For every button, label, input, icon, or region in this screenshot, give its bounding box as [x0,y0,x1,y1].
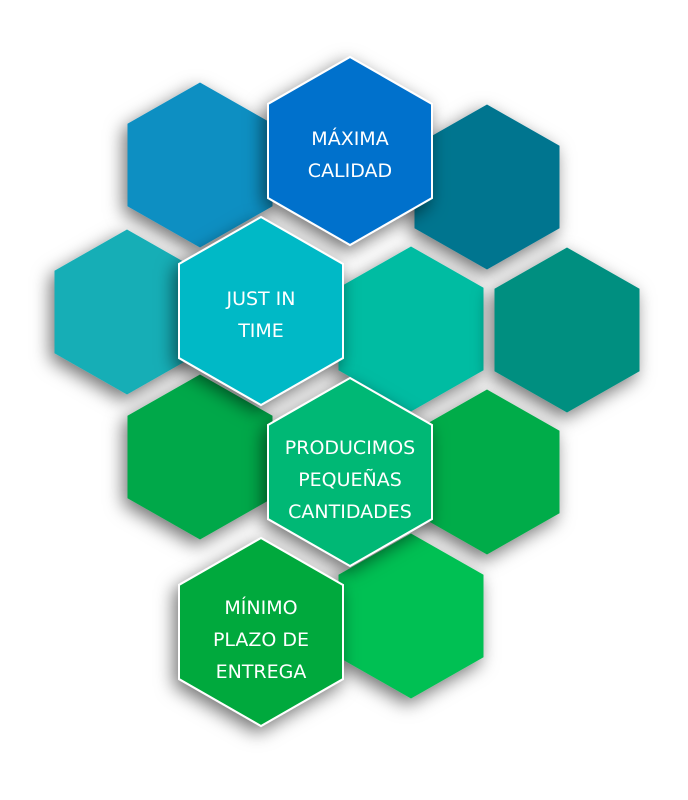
hexagon-minimo-plazo-de-entrega-shape [178,536,344,728]
hexagon-label: PLAZO DE [213,629,309,651]
hexagon-minimo-plazo-de-entrega: MÍNIMO PLAZO DE ENTREGA [178,536,344,728]
hexagon-label: PEQUEÑAS [298,468,402,491]
hexagon-label: CANTIDADES [288,501,412,523]
hexagon-label: TIME [237,320,284,342]
background-hexagon [494,247,640,413]
hexagon-label: CALIDAD [308,160,392,182]
hexagon-just-in-time-shape [178,215,344,407]
hexagon-label: MÍNIMO [224,596,297,619]
hexagon-maxima-calidad: MÁXIMA CALIDAD [267,55,433,247]
background-hexagon [338,533,484,699]
hexagon-label: ENTREGA [216,661,307,683]
background-hexagon [338,246,484,412]
background-hexagon [414,104,560,270]
hexagon-label: PRODUCIMOS [285,437,415,459]
hexagon-just-in-time: JUST IN TIME [178,215,344,407]
hexagon-producimos-pequenas-cantidades-shape [267,376,433,568]
hexagon-maxima-calidad-shape [267,55,433,247]
background-hexagon [54,229,200,395]
hexagon-label: MÁXIMA [311,127,388,150]
hexagon-producimos-pequenas-cantidades: PRODUCIMOS PEQUEÑAS CANTIDADES [267,376,433,568]
hexagon-label: JUST IN [225,288,295,310]
background-hexagon [127,82,273,248]
background-hexagon [414,389,560,555]
background-hexagon [127,374,273,540]
